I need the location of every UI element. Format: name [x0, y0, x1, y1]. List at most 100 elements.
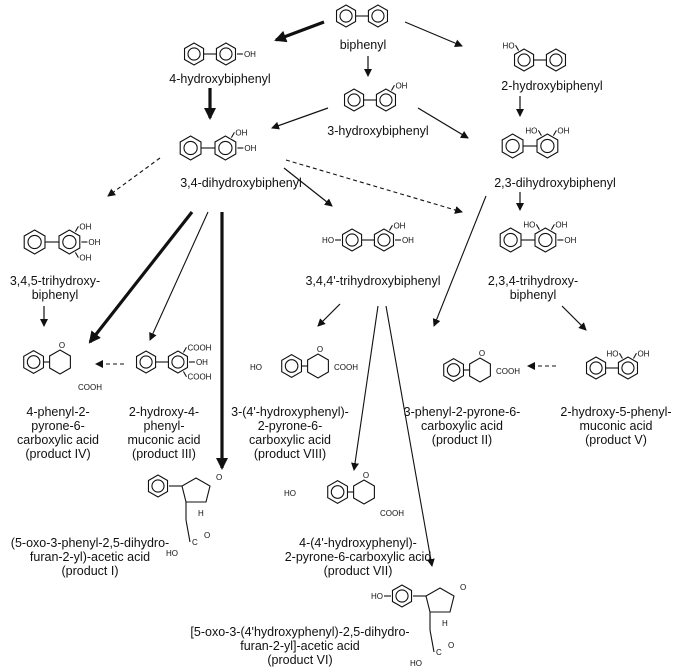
struct-3-4-5-trihydroxybiphenyl-ring-b-aromatic — [62, 234, 77, 250]
struct-3-4-5-trihydroxybiphenyl-sub-0: OH — [79, 222, 91, 231]
struct-product-iv-ring-o: O — [59, 341, 65, 350]
label-product-vii: 4-(4'-hydroxyphenyl)- 2-pyrone-6-carboxy… — [284, 536, 432, 578]
struct-2-3-dihydroxybiphenyl-sub-bond-1 — [552, 130, 557, 136]
arrow-3-4-4p-trihydroxybiphenyl-to-product-vii — [351, 305, 379, 471]
struct-3-4-5-trihydroxybiphenyl-sub-bond-0 — [74, 226, 79, 232]
struct-3-4-5-trihydroxybiphenyl-ring-b — [58, 229, 81, 255]
struct-product-iii-sub-2: COOH — [187, 373, 211, 382]
struct-product-iii-sub-0: COOH — [187, 343, 211, 352]
struct-product-ii-phenyl-ring-aromatic — [446, 363, 461, 377]
struct-product-viii-ring-o: O — [317, 345, 323, 354]
struct-4-hydroxybiphenyl-sub-0: OH — [244, 50, 256, 59]
struct-3-hydroxybiphenyl-ring-b-aromatic — [379, 93, 393, 107]
struct-3-4-dihydroxybiphenyl-sub-1: OH — [244, 144, 256, 153]
struct-2-3-dihydroxybiphenyl-ring-b — [536, 133, 559, 159]
struct-3-4-4p-trihydroxybiphenyl-ring-a-aromatic — [345, 233, 359, 247]
struct-product-vi-carbonyl-o: O — [460, 583, 466, 592]
label-product-viii: 3-(4'-hydroxyphenyl)- 2-pyrone-6- carbox… — [231, 405, 349, 461]
struct-product-vii-phenyl-ring-aromatic — [330, 485, 345, 499]
struct-product-vi-h: H — [442, 619, 448, 628]
struct-2-3-4-trihydroxybiphenyl-sub-bond-0 — [535, 224, 540, 230]
struct-product-iv-x-0: COOH — [78, 383, 102, 392]
struct-product-viii-phenyl-ring-aromatic — [284, 359, 299, 373]
struct-product-vi-acid-o: O — [448, 641, 454, 650]
struct-2-3-4-trihydroxybiphenyl-ring-b-aromatic — [538, 232, 553, 248]
reaction-arrows — [40, 20, 587, 567]
struct-2-hydroxybiphenyl-ring-a-aromatic — [517, 53, 531, 67]
struct-product-viii-x-0: COOH — [334, 363, 358, 372]
label-product-vi: [5-oxo-3-(4'hydroxyphenyl)-2,5-dihydro- … — [190, 625, 410, 667]
struct-2-3-4-trihydroxybiphenyl-sub-2: OH — [564, 236, 576, 245]
struct-2-3-dihydroxybiphenyl-sub-bond-0 — [537, 130, 542, 136]
struct-4-hydroxybiphenyl-ring-a — [183, 42, 205, 66]
arrow-3-4-dihydroxybiphenyl-to-product-iv — [88, 211, 194, 344]
struct-2-hydroxybiphenyl: HO — [503, 41, 567, 72]
struct-product-i-lactone-ring — [181, 477, 211, 503]
struct-product-iii: COOH OH COOH — [135, 343, 212, 382]
struct-2-hydroxybiphenyl-ring-a — [513, 48, 535, 72]
struct-product-ii-ring-o: O — [479, 349, 485, 358]
struct-3-4-dihydroxybiphenyl-ring-a — [179, 135, 202, 161]
struct-biphenyl-ring-b — [367, 4, 389, 28]
struct-biphenyl-ring-b-aromatic — [371, 9, 385, 23]
struct-product-viii-pyrone-ring — [307, 353, 329, 379]
arrow-3-4-dihydroxybiphenyl-to-2-3-4-trihydroxybiphenyl — [285, 159, 463, 214]
struct-3-hydroxybiphenyl-ring-b — [375, 88, 397, 112]
struct-product-viii-x-1: HO — [250, 363, 262, 372]
struct-3-hydroxybiphenyl: OH — [343, 81, 408, 112]
struct-product-vi-acid-ho: HO — [410, 659, 422, 668]
struct-product-iv-phenyl-ring — [23, 349, 45, 375]
struct-product-v-ring-b-aromatic — [621, 361, 635, 375]
struct-product-iv-phenyl-ring-aromatic — [26, 355, 41, 369]
struct-product-v-sub-bond-1 — [632, 353, 637, 359]
struct-product-viii-phenyl-ring — [281, 353, 303, 379]
label-product-v: 2-hydroxy-5-phenyl- muconic acid (produc… — [560, 405, 672, 447]
label-biphenyl: biphenyl — [339, 38, 387, 52]
label-2-3-4-trihydroxybiphenyl: 2,3,4-trihydroxy- biphenyl — [487, 274, 579, 302]
struct-product-iii-ring-a — [135, 350, 157, 374]
struct-4-hydroxybiphenyl-ring-b-aromatic — [219, 47, 233, 61]
struct-product-iii-ring-b-aromatic — [171, 355, 185, 369]
struct-2-hydroxybiphenyl-ring-b — [545, 48, 567, 72]
arrow-3-hydroxybiphenyl-to-2-3-dihydroxybiphenyl — [417, 107, 469, 139]
struct-3-4-dihydroxybiphenyl-sub-0: OH — [235, 128, 247, 137]
arrow-biphenyl-to-4-hydroxybiphenyl — [274, 20, 325, 43]
struct-product-vii-pyrone-ring — [353, 479, 375, 505]
label-product-iii: 2-hydroxy-4- phenyl- muconic acid (produ… — [127, 405, 201, 461]
struct-2-3-dihydroxybiphenyl-ring-a — [501, 133, 524, 159]
struct-3-4-4p-trihydroxybiphenyl-ring-b — [373, 228, 395, 252]
struct-product-iii-sub-1: OH — [196, 358, 208, 367]
struct-3-4-5-trihydroxybiphenyl-sub-2: OH — [79, 254, 91, 263]
struct-3-4-4p-trihydroxybiphenyl-sub-2: OH — [402, 236, 414, 245]
label-2-3-dihydroxybiphenyl: 2,3-dihydroxybiphenyl — [494, 176, 616, 190]
arrow-3-4-dihydroxybiphenyl-to-3-4-4p-trihydroxybiphenyl — [283, 167, 333, 207]
struct-2-3-4-trihydroxybiphenyl-ring-a-aromatic — [503, 232, 518, 248]
arrow-3-4-dihydroxybiphenyl-to-3-4-5-trihydroxybiphenyl — [107, 157, 161, 197]
arrow-3-4-4p-trihydroxybiphenyl-to-product-vi — [385, 305, 435, 567]
label-3-4-dihydroxybiphenyl: 3,4-dihydroxybiphenyl — [180, 176, 302, 190]
struct-product-i-phenyl-ring-aromatic — [151, 479, 165, 493]
struct-3-4-dihydroxybiphenyl: OH OH — [179, 128, 257, 161]
struct-2-3-4-trihydroxybiphenyl-ring-b — [534, 227, 557, 253]
struct-product-vi-acid-c: C — [436, 648, 442, 657]
struct-2-3-4-trihydroxybiphenyl-ring-a — [499, 227, 522, 253]
struct-3-4-5-trihydroxybiphenyl-sub-bond-2 — [74, 252, 79, 258]
struct-3-4-dihydroxybiphenyl-ring-b-aromatic — [218, 140, 233, 156]
label-3-4-5-trihydroxybiphenyl: 3,4,5-trihydroxy- biphenyl — [9, 274, 101, 302]
struct-3-4-4p-trihydroxybiphenyl-sub-bond-1 — [388, 225, 393, 231]
struct-product-iii-ring-b — [167, 350, 189, 374]
struct-4-hydroxybiphenyl: OH — [183, 42, 256, 66]
struct-product-vii-x-1: HO — [284, 489, 296, 498]
struct-3-4-5-trihydroxybiphenyl-sub-1: OH — [88, 238, 100, 247]
struct-3-4-4p-trihydroxybiphenyl-sub-0: HO — [322, 236, 334, 245]
struct-4-hydroxybiphenyl-ring-b — [215, 42, 237, 66]
struct-product-i-acid-bond — [185, 519, 191, 543]
struct-product-i-carbonyl-o: O — [216, 473, 222, 482]
